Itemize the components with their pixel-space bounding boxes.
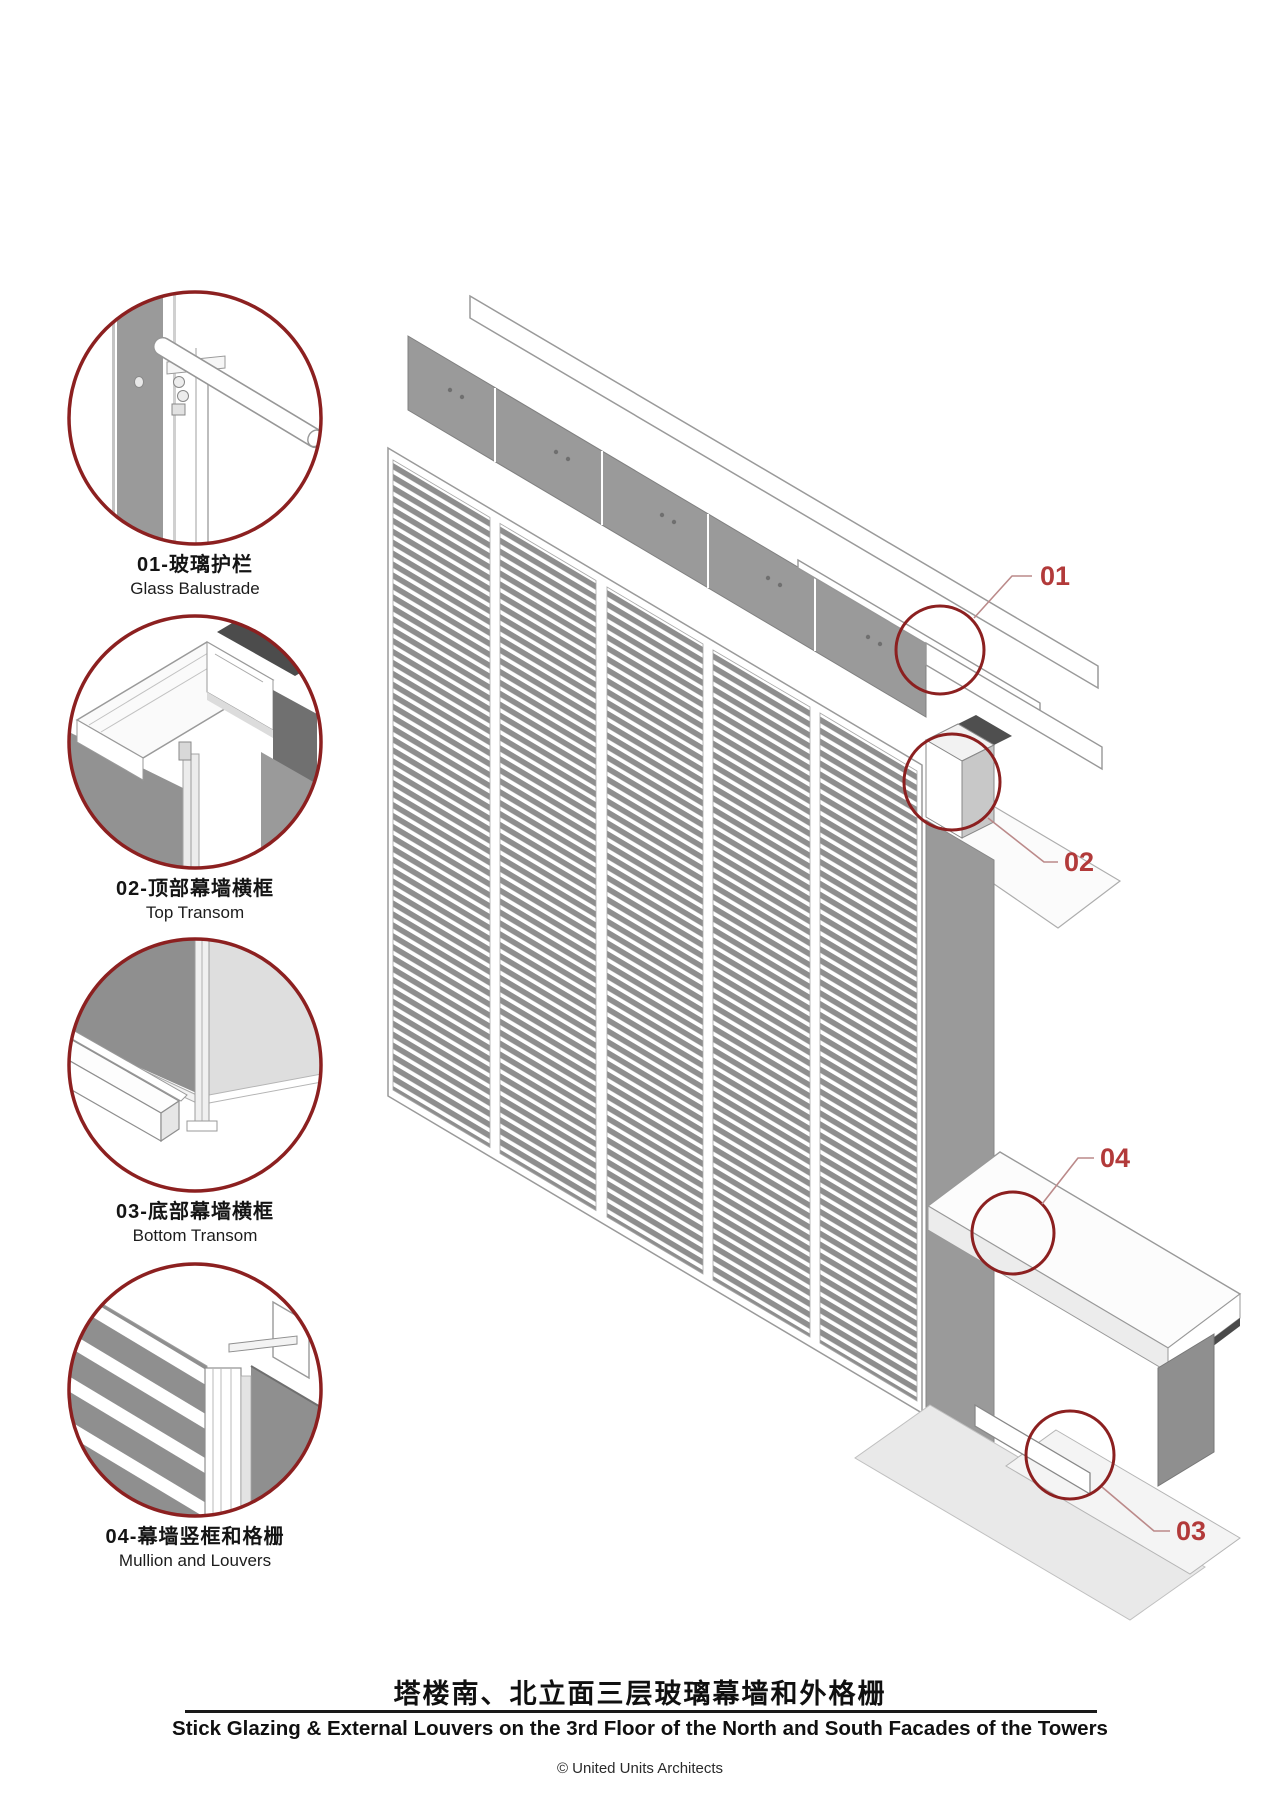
- louver-panels: [392, 459, 918, 1402]
- detail-label-en-04: Mullion and Louvers: [118, 1551, 272, 1570]
- detail-label-zh-02: 02-顶部幕墙横框: [116, 878, 274, 900]
- detail-circle-01-graphic: [67, 290, 323, 546]
- detail-label-en-02: Top Transom: [145, 903, 245, 922]
- spandrel-screws: [447, 387, 883, 647]
- side-glass-band: [925, 819, 995, 1456]
- title-divider: [185, 1710, 1097, 1713]
- callout-circle-04: [970, 1190, 1056, 1276]
- detail-circle-03-graphic: [67, 937, 323, 1193]
- detail-ring-02: [67, 614, 323, 870]
- detail-ring-03: [67, 937, 323, 1193]
- under-slab-beam: [1157, 1333, 1215, 1487]
- detail-callout-04: 04-幕墙竖框和格栅 Mullion and Louvers: [55, 1250, 335, 1571]
- detail-label-en-01: Glass Balustrade: [130, 579, 260, 598]
- callout-number-03: 03: [1176, 1516, 1206, 1546]
- leader-line-04: [1041, 1157, 1094, 1205]
- callout-circle-02: [902, 732, 1002, 832]
- sheet-title-zh: 塔楼南、北立面三层玻璃幕墙和外格栅: [393, 1679, 887, 1709]
- callout-circle-01: [894, 604, 986, 696]
- callout-circle-03: [1024, 1409, 1116, 1501]
- copyright-notice: © United Units Architects: [556, 1760, 724, 1777]
- leader-line-02: [987, 817, 1058, 863]
- leader-line-03: [1101, 1486, 1170, 1532]
- callout-number-01: 01: [1040, 561, 1070, 591]
- louver-wall: [387, 446, 923, 1415]
- detail-circle-04-graphic: [67, 1262, 323, 1518]
- detail-callout-03: 03-底部幕墙横框 Bottom Transom: [55, 925, 335, 1246]
- detail-label-zh-03: 03-底部幕墙横框: [116, 1201, 274, 1223]
- callout-number-02: 02: [1064, 847, 1094, 877]
- detail-circle-02-graphic: [67, 614, 323, 870]
- detail-label-en-03: Bottom Transom: [132, 1226, 258, 1245]
- detail-label-zh-04: 04-幕墙竖框和格栅: [105, 1526, 285, 1548]
- leader-line-01: [973, 575, 1032, 619]
- upper-floor-slab: [925, 641, 1103, 771]
- detail-callout-01: 01-玻璃护栏 Glass Balustrade: [55, 278, 335, 599]
- detail-ring-01: [67, 290, 323, 546]
- detail-callout-02: 02-顶部幕墙横框 Top Transom: [55, 602, 335, 923]
- roof-slab: [469, 294, 1099, 690]
- sheet-title-en: Stick Glazing & External Louvers on the …: [172, 1717, 1108, 1740]
- top-spandrel-panel: [407, 335, 927, 718]
- callout-number-04: 04: [1100, 1143, 1130, 1173]
- detail-label-zh-01: 01-玻璃护栏: [137, 554, 253, 576]
- detail-ring-04: [67, 1262, 323, 1518]
